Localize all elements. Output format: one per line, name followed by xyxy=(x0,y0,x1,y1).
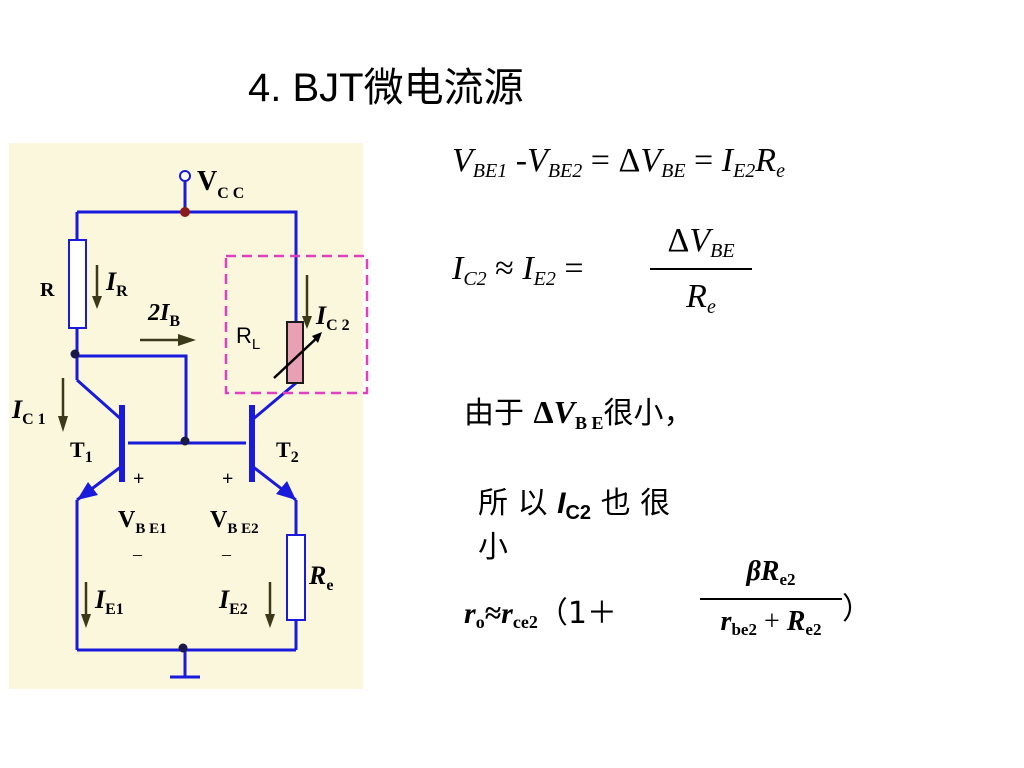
t2-emitter-arrow xyxy=(276,481,296,500)
rl-variable-arrowhead xyxy=(312,332,322,343)
rl-label: RL xyxy=(236,323,260,353)
ic2-arrowhead xyxy=(302,316,312,329)
equation-ic2-denominator: Re xyxy=(686,278,716,318)
vbe2-label: VB E2 xyxy=(210,507,259,537)
ir-arrowhead xyxy=(92,296,102,309)
vcc-label: VC C xyxy=(197,166,244,202)
rl-variable-arrow xyxy=(273,334,321,379)
vcc-rail xyxy=(77,210,298,322)
resistor-re xyxy=(286,534,306,621)
ir-label: IR xyxy=(105,267,128,300)
re-label: Re xyxy=(308,561,333,594)
so-text-line2: 小 xyxy=(478,530,508,565)
equation-ro: ro≈rce2（1＋ xyxy=(464,596,617,632)
minus2-label: – xyxy=(221,544,232,564)
equation-ic2-fraction-bar xyxy=(650,268,752,270)
ie1-arrowhead xyxy=(81,614,91,628)
equation-ro-fraction-bar xyxy=(700,598,842,600)
node-base xyxy=(180,436,190,446)
t2-label: T2 xyxy=(276,437,299,466)
equation-ro-denominator: rbe2 + Re2 xyxy=(720,606,822,639)
ie2-label: IE2 xyxy=(218,585,248,618)
vcc-terminal xyxy=(179,170,191,182)
node-vcc xyxy=(180,207,190,217)
two-ib-label: 2IB xyxy=(147,300,180,330)
t1-emitter-arrow xyxy=(77,482,98,500)
ic1-arrowhead xyxy=(58,416,68,432)
so-text: 所 以 IC2 也 很 xyxy=(478,486,671,524)
ic2-label: IC 2 xyxy=(315,301,350,334)
equation-ic2-numerator: ΔVBE xyxy=(667,222,735,262)
rl-dashed-box xyxy=(224,254,369,395)
node-r xyxy=(70,349,80,359)
equation-ic2: IC2 ≈ IE2 = xyxy=(452,250,584,290)
vbe1-label: VB E1 xyxy=(118,507,167,537)
t1-label: T1 xyxy=(70,437,93,466)
since-text: 由于 ΔVB E很小， xyxy=(464,394,694,433)
resistor-r xyxy=(68,239,87,329)
node-ground xyxy=(178,643,188,653)
t2-collector xyxy=(251,381,297,422)
ic1-label: IC 1 xyxy=(11,395,46,428)
plus2-label: + xyxy=(222,468,233,490)
ib-arrowhead xyxy=(178,334,196,346)
ie2-arrowhead xyxy=(265,614,275,628)
equation-ro-numerator: βRe2 xyxy=(746,556,796,589)
ie1-label: IE1 xyxy=(94,585,124,618)
minus1-label: – xyxy=(132,544,143,564)
slide-title: 4. BJT微电流源 xyxy=(248,66,524,110)
r-label: R xyxy=(40,279,55,301)
equation-ro-close: ） xyxy=(842,592,872,627)
plus1-label: + xyxy=(133,468,144,490)
base-feedback-wire xyxy=(77,354,188,443)
t1-collector xyxy=(76,378,123,422)
equation-vbe-difference: VBE1 -VBE2 = ΔVBE = IE2Re xyxy=(452,142,785,182)
